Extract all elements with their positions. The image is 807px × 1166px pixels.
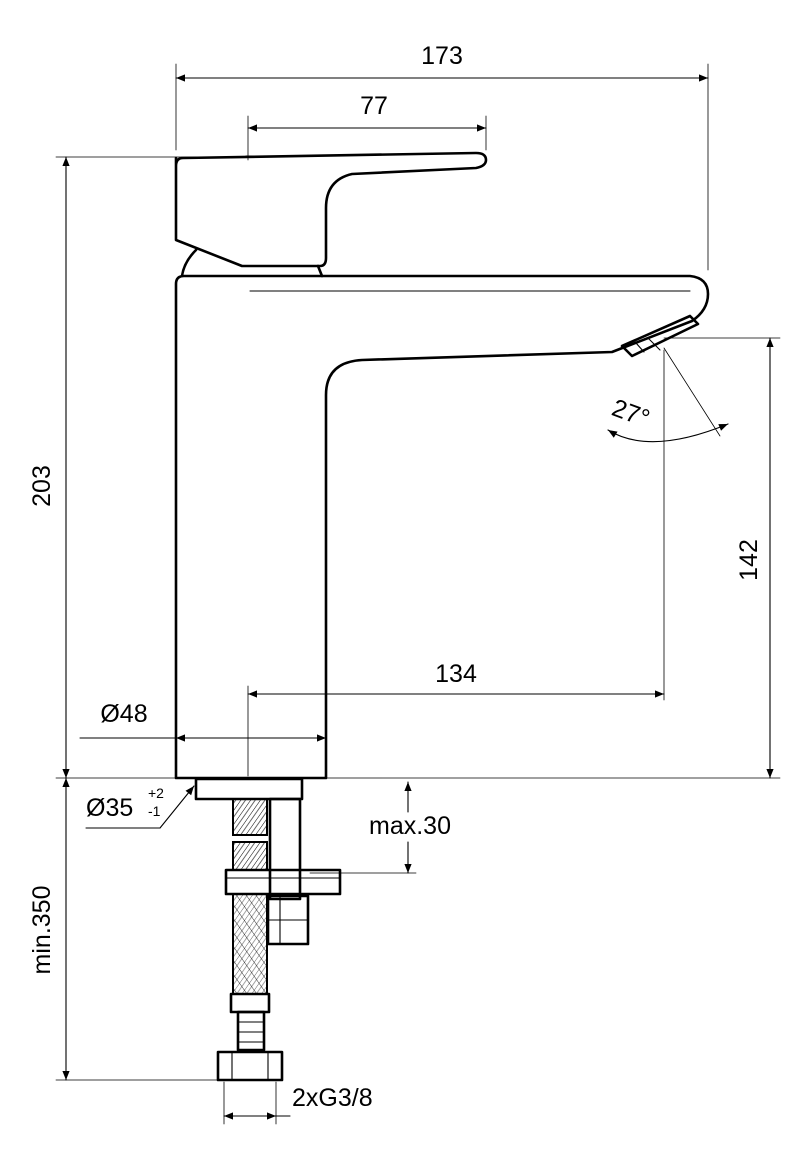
faucet-body [174, 274, 710, 780]
dim-hole-tol-minus: -1 [148, 803, 161, 819]
dim-body-diameter: Ø48 [79, 700, 327, 742]
mounting-assembly [194, 777, 342, 1082]
dim-hole-diameter: Ø35 +2 -1 [85, 785, 195, 829]
dim-hose-length: min.350 [28, 777, 219, 1081]
dim-body-diameter-label: Ø48 [100, 700, 147, 728]
dim-handle-length-label: 77 [360, 92, 388, 120]
dim-spout-reach-label: 134 [435, 660, 477, 688]
dim-spout-reach: 134 [247, 349, 665, 777]
dim-spout-height: 142 [325, 337, 781, 779]
dim-max-thickness: max.30 [309, 781, 451, 874]
dim-hole-tol-plus: +2 [148, 785, 164, 801]
dim-hole-diameter-label: Ø35 [86, 794, 133, 822]
dim-max-thickness-label: max.30 [369, 812, 451, 840]
dim-connection: 2xG3/8 [223, 1081, 373, 1125]
dim-total-length: 173 [175, 42, 709, 271]
dim-total-length-label: 173 [421, 42, 463, 70]
dim-handle-length: 77 [247, 92, 487, 161]
dim-spout-angle: 27° [607, 347, 729, 443]
dim-spout-angle-label: 27° [608, 394, 653, 433]
dim-connection-label: 2xG3/8 [292, 1084, 373, 1112]
dim-hose-length-label: min.350 [28, 886, 56, 975]
dim-height-label: 203 [28, 465, 56, 507]
lever-handle [174, 151, 488, 278]
dim-height: 203 [28, 156, 251, 779]
dim-spout-height-label: 142 [735, 539, 763, 581]
